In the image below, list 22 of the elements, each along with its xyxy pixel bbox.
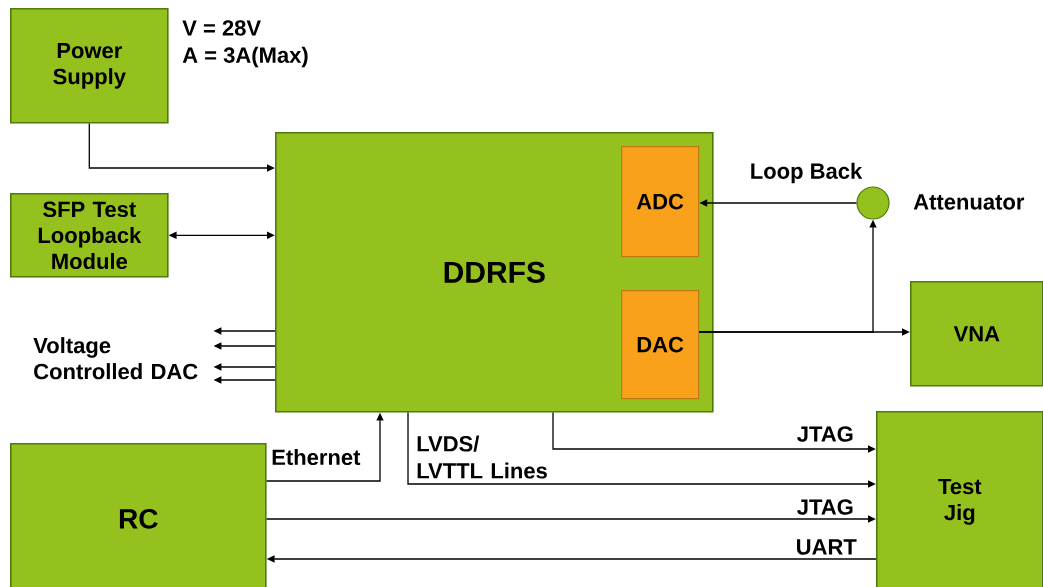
output-label: Voltage Controlled DAC (33, 337, 198, 380)
attenuator-circle (856, 186, 890, 220)
arrow (407, 411, 876, 488)
block-box: RC (10, 443, 267, 587)
side-note: V = 28V (182, 20, 261, 36)
converter-box: ADC (621, 146, 700, 258)
converter-box: DAC (621, 290, 700, 400)
block-box: SFP Test Loopback Module (10, 193, 169, 278)
edge-label: UART (794, 538, 858, 556)
edge-label: Loop Back (748, 161, 864, 185)
arrow (265, 515, 876, 523)
arrow (88, 122, 275, 172)
block-box: Test Jig (876, 411, 1043, 587)
edge-label: Ethernet (270, 447, 362, 467)
block-box: VNA (910, 281, 1043, 387)
edge-label: LVDS/ LVTTL Lines (415, 434, 550, 480)
arrow (552, 411, 876, 453)
block-box: Power Supply (10, 8, 169, 124)
edge-label: JTAG (795, 425, 855, 443)
side-note: Attenuator (913, 194, 1025, 210)
edge-label: JTAG (795, 498, 855, 516)
side-note: A = 3A(Max) (182, 46, 308, 68)
